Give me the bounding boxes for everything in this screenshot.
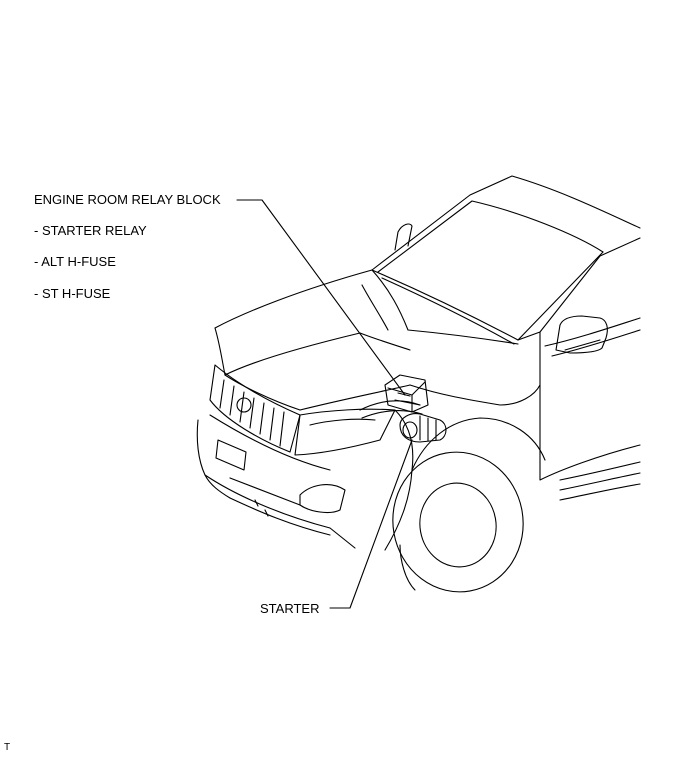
leader-line-relay-block <box>237 200 405 395</box>
figure-code: T <box>4 742 10 754</box>
side-mirror <box>556 316 607 353</box>
label-starter: STARTER <box>260 601 319 616</box>
hood <box>215 270 518 410</box>
windshield <box>372 176 640 344</box>
label-alt-h-fuse: - ALT H-FUSE <box>34 254 116 269</box>
label-engine-room-relay-block: ENGINE ROOM RELAY BLOCK <box>34 192 221 207</box>
label-st-h-fuse: - ST H-FUSE <box>34 286 110 301</box>
front-fender <box>385 385 545 550</box>
leader-line-starter <box>330 440 412 608</box>
relay-block-component <box>385 375 428 412</box>
front-bumper <box>197 415 355 548</box>
front-grille <box>210 365 300 452</box>
front-wheel <box>382 442 534 602</box>
label-starter-relay: - STARTER RELAY <box>34 223 147 238</box>
headlight <box>295 409 395 455</box>
